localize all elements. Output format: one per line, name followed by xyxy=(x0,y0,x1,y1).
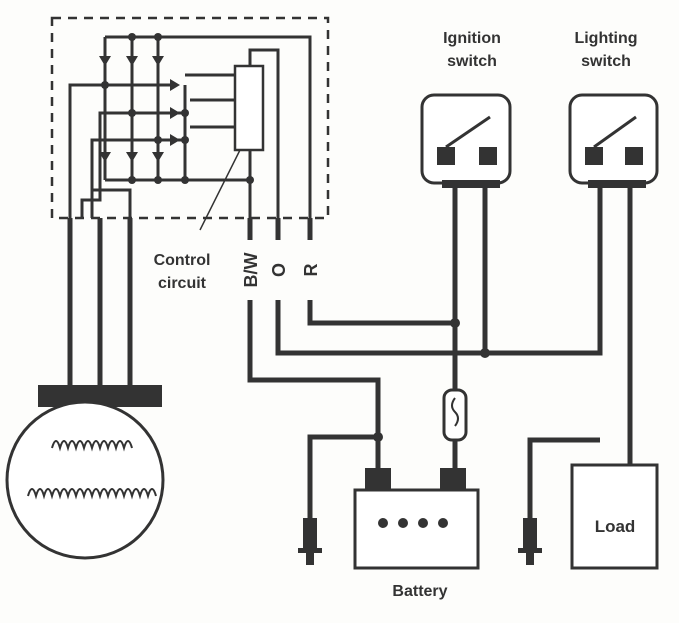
regulator-rectifier-box xyxy=(50,16,330,220)
ground-symbols xyxy=(298,518,542,565)
lighting-switch xyxy=(568,93,659,188)
rectifier-top-bus xyxy=(105,35,312,218)
ignition-label-2: switch xyxy=(447,53,497,70)
ignition-switch xyxy=(420,93,512,188)
wire-o xyxy=(275,185,603,356)
wire-label-o: O xyxy=(269,263,289,277)
load-box xyxy=(570,463,659,570)
wire-r xyxy=(307,300,455,326)
wire-label-r: R xyxy=(301,264,321,277)
fuse xyxy=(442,388,468,442)
ignition-label-1: Ignition xyxy=(443,30,501,47)
control-label-2: circuit xyxy=(158,275,207,292)
alternator-stator xyxy=(5,385,165,560)
wire-bw xyxy=(247,300,381,468)
wire-label-bw: B/W xyxy=(241,253,261,288)
battery-label: Battery xyxy=(392,583,447,600)
load-label: Load xyxy=(595,517,636,536)
diodes xyxy=(99,33,254,184)
lighting-label-1: Lighting xyxy=(574,30,637,47)
control-label-1: Control xyxy=(154,252,211,269)
lighting-label-2: switch xyxy=(581,53,631,70)
battery xyxy=(353,468,480,570)
control-circuit-box xyxy=(233,64,265,152)
